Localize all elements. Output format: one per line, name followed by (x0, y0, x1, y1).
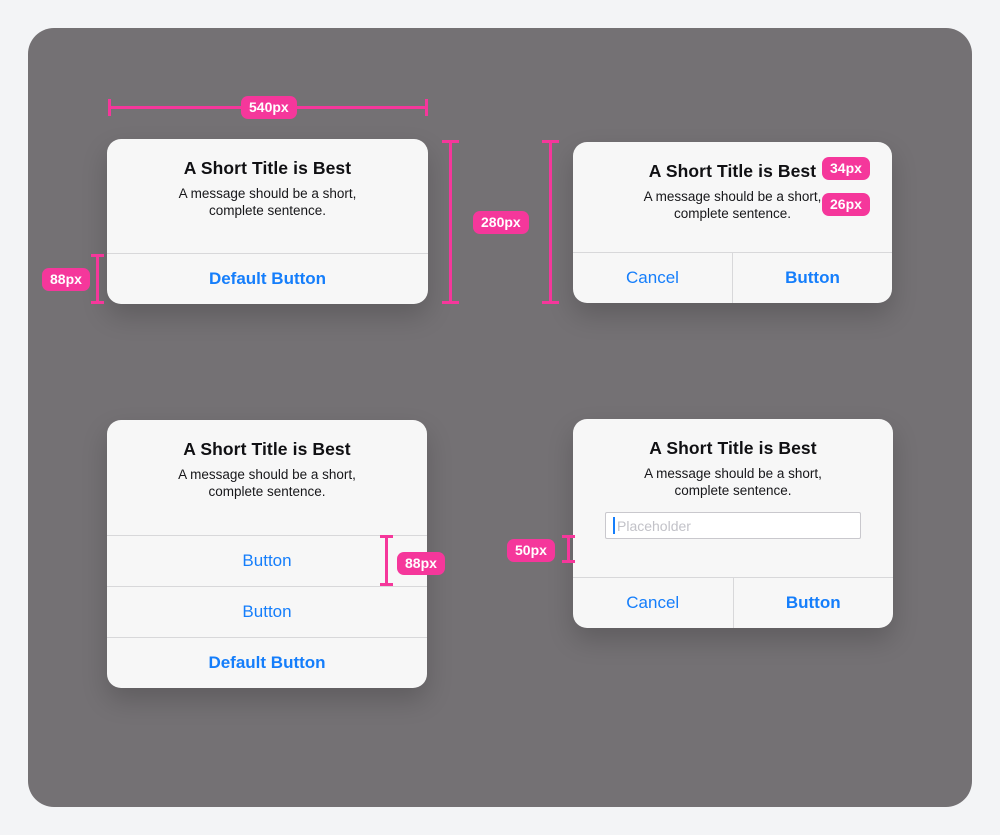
alert-text-field: A Short Title is Best A message should b… (573, 419, 893, 628)
dimension-badge-message-size: 26px (822, 193, 870, 216)
stacked-button-1[interactable]: Button (242, 551, 292, 570)
alert-message: A message should be a short, complete se… (123, 185, 412, 219)
alert-message-line: complete sentence. (208, 484, 326, 499)
dimension-line-button-height (91, 254, 104, 304)
alert-stacked-buttons: A Short Title is Best A message should b… (107, 420, 427, 688)
alert-content: A Short Title is Best A message should b… (573, 142, 892, 252)
dimension-badge-button-height: 88px (42, 268, 90, 291)
alert-message: A message should be a short, complete se… (589, 188, 876, 222)
alert-title: A Short Title is Best (183, 158, 352, 178)
default-button[interactable]: Default Button (208, 653, 326, 672)
cancel-button[interactable]: Cancel (626, 268, 679, 287)
text-cursor (613, 517, 615, 534)
alert-message-line: complete sentence. (673, 206, 792, 221)
dimension-line-text-field-height (562, 535, 575, 563)
alert-message-line: A message should be a short, (178, 186, 357, 201)
alert-content: A Short Title is Best A message should b… (107, 139, 428, 253)
alert-single-button: A Short Title is Best A message should b… (107, 139, 428, 304)
stacked-button-2[interactable]: Button (242, 602, 292, 621)
alert-message: A message should be a short, complete se… (123, 466, 411, 500)
placeholder-input[interactable] (605, 512, 861, 539)
dimension-badge-title-size: 34px (822, 157, 870, 180)
alert-message-line: complete sentence. (208, 203, 327, 218)
alert-message-line: A message should be a short, (178, 467, 356, 482)
alert-message-line: complete sentence. (674, 483, 792, 498)
alert-message-line: A message should be a short, (644, 466, 822, 481)
dimension-line-stacked-button-height (380, 535, 393, 586)
default-button[interactable]: Default Button (208, 269, 327, 288)
dimension-badge-text-field-height: 50px (507, 539, 555, 562)
alert-content: A Short Title is Best A message should b… (107, 420, 427, 535)
text-field-container (605, 512, 861, 539)
alert-message: A message should be a short, complete se… (589, 465, 877, 499)
alert-button-row: Button (107, 535, 427, 586)
dimension-line-alert-height-left (442, 140, 459, 304)
alert-title: A Short Title is Best (648, 161, 817, 181)
action-button[interactable]: Button (732, 253, 892, 303)
alert-button-row: Default Button (107, 253, 428, 304)
dimension-badge-stacked-button-height: 88px (397, 552, 445, 575)
alert-title: A Short Title is Best (649, 438, 817, 458)
alert-button-row: Button (107, 586, 427, 637)
alert-content: A Short Title is Best A message should b… (573, 419, 893, 577)
dimension-badge-alert-height: 280px (473, 211, 529, 234)
alert-button-row: Cancel Button (573, 577, 893, 628)
action-button[interactable]: Button (732, 578, 894, 628)
alert-title: A Short Title is Best (183, 439, 351, 459)
alert-button-row: Cancel Button (573, 252, 892, 303)
dimension-line-alert-height-right (542, 140, 559, 304)
alert-message-line: A message should be a short, (643, 189, 822, 204)
cancel-button[interactable]: Cancel (626, 593, 680, 612)
alert-button-row: Default Button (107, 637, 427, 688)
dimension-badge-alert-width: 540px (241, 96, 297, 119)
